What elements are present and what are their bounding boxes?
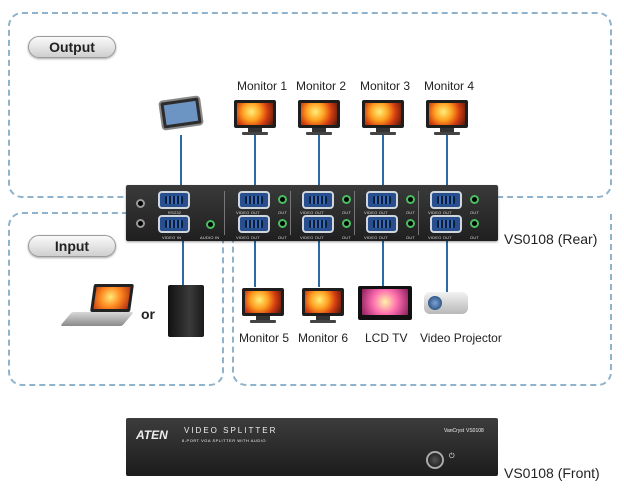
out-label: OUT — [342, 210, 352, 215]
wire-monitor-5 — [254, 239, 256, 287]
power-icon: ⏻ — [449, 453, 455, 460]
rear-model-label: VS0108 (Rear) — [504, 231, 598, 247]
front-model-name: VS0108 — [466, 428, 484, 434]
monitor-label: Monitor 6 — [298, 331, 349, 345]
video-in-label: VIDEO IN — [162, 235, 182, 240]
video-out-port — [302, 215, 334, 233]
audio-out-jack — [278, 195, 287, 204]
projector-icon — [424, 292, 468, 314]
wire-monitor-4 — [446, 135, 448, 187]
audio-in-label: AUDIO IN — [200, 235, 220, 240]
wire-monitor-6 — [318, 239, 320, 287]
video-out-port — [366, 191, 398, 209]
out-label: OUT — [278, 235, 288, 240]
monitor-icon — [426, 100, 468, 135]
video-out-port — [238, 215, 270, 233]
front-panel: ATEN VIDEO SPLITTER 8-PORT VGA SPLITTER … — [126, 418, 498, 476]
output-label: Output — [28, 36, 116, 58]
video-out-label: VIDEO OUT — [428, 235, 452, 240]
video-out-port — [238, 191, 270, 209]
monitor-label: Monitor 5 — [239, 331, 290, 345]
out-label: OUT — [406, 235, 416, 240]
product-name: VIDEO SPLITTER — [184, 426, 278, 435]
video-out-label: VIDEO OUT — [300, 210, 324, 215]
video-out-label: VIDEO OUT — [364, 235, 388, 240]
monitor-icon — [234, 100, 276, 135]
audio-out-jack — [406, 195, 415, 204]
output-region-lower — [232, 212, 612, 386]
audio-out-jack — [278, 219, 287, 228]
divider — [224, 191, 225, 235]
video-out-label: VIDEO OUT — [428, 210, 452, 215]
audio-out-jack — [470, 219, 479, 228]
brand-logo: ATEN — [136, 428, 168, 442]
rs232-port — [158, 191, 190, 209]
out-label: OUT — [342, 235, 352, 240]
wire-pda — [180, 135, 182, 187]
or-label: or — [141, 306, 155, 322]
series-name: VanCryst — [444, 428, 465, 434]
monitor-icon — [298, 100, 340, 135]
lcd-tv-label: LCD TV — [365, 331, 408, 345]
wire-monitor-2 — [318, 135, 320, 187]
out-label: OUT — [278, 210, 288, 215]
video-out-label: VIDEO OUT — [364, 210, 388, 215]
out-label: OUT — [406, 210, 416, 215]
monitor-icon — [242, 288, 284, 323]
monitor-label: Monitor 2 — [296, 79, 347, 93]
audio-out-jack — [342, 219, 351, 228]
rear-panel: RS232 VIDEO IN AUDIO IN VIDEO OUT OUT VI… — [126, 185, 498, 241]
power-jack-icon — [136, 199, 145, 208]
video-out-port — [430, 191, 462, 209]
out-label: OUT — [470, 235, 480, 240]
input-region — [8, 212, 224, 386]
audio-in-jack — [206, 220, 215, 229]
video-out-label: VIDEO OUT — [236, 210, 260, 215]
video-out-label: VIDEO OUT — [300, 235, 324, 240]
monitor-label: Monitor 1 — [237, 79, 288, 93]
laptop-keyboard — [60, 312, 134, 326]
video-out-port — [430, 215, 462, 233]
out-label: OUT — [470, 210, 480, 215]
projector-label: Video Projector — [420, 331, 502, 345]
audio-out-jack — [470, 195, 479, 204]
monitor-icon — [302, 288, 344, 323]
divider — [354, 191, 355, 235]
wire-monitor-1 — [254, 135, 256, 187]
wire-projector — [446, 239, 448, 293]
wire-input — [182, 239, 184, 285]
video-out-label: VIDEO OUT — [236, 235, 260, 240]
audio-out-jack — [342, 195, 351, 204]
video-in-port — [158, 215, 190, 233]
handheld-display-icon — [158, 95, 204, 131]
laptop-icon — [90, 284, 134, 312]
power-jack-icon — [136, 219, 145, 228]
video-out-port — [302, 191, 334, 209]
audio-out-jack — [406, 219, 415, 228]
divider — [418, 191, 419, 235]
video-out-port — [366, 215, 398, 233]
monitor-label: Monitor 3 — [360, 79, 411, 93]
wire-lcd-tv — [382, 239, 384, 287]
input-label: Input — [28, 235, 116, 257]
product-subtitle: 8-PORT VGA SPLITTER WITH AUDIO — [182, 438, 266, 443]
desktop-pc-icon — [168, 285, 204, 337]
monitor-icon — [362, 100, 404, 135]
divider — [290, 191, 291, 235]
wire-monitor-3 — [382, 135, 384, 187]
rs232-label: RS232 — [168, 210, 182, 215]
monitor-label: Monitor 4 — [424, 79, 475, 93]
power-button[interactable] — [426, 451, 444, 469]
front-model-label: VS0108 (Front) — [504, 465, 600, 481]
lcd-tv-icon — [358, 286, 412, 320]
